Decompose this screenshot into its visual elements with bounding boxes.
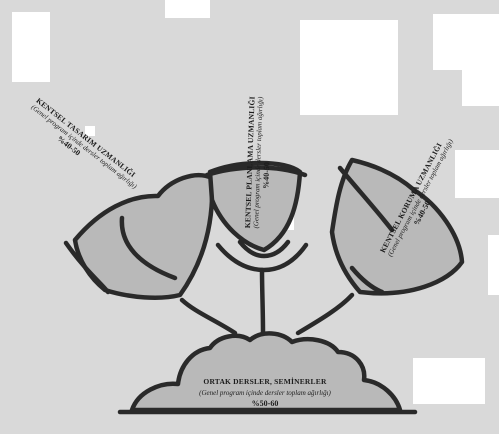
middle-label: KENTSEL PLANLAMA UZMANLIĞI (Genel progra… xyxy=(243,96,274,229)
base-subtitle: (Genel program içinde dersler toplam ağı… xyxy=(199,388,331,397)
mask-patch xyxy=(488,235,499,295)
connector-left xyxy=(179,297,238,336)
mask-patch xyxy=(12,12,50,82)
middle-shape xyxy=(207,160,303,253)
mask-patch xyxy=(300,20,398,115)
mask-patch xyxy=(433,14,499,70)
mask-patch xyxy=(462,70,499,106)
base-label: ORTAK DERSLER, SEMİNERLER (Genel program… xyxy=(150,377,380,409)
right-shape xyxy=(329,157,465,296)
connector-middle xyxy=(259,267,266,336)
mask-patch xyxy=(165,0,210,18)
connector-right xyxy=(295,292,355,336)
base-title: ORTAK DERSLER, SEMİNERLER xyxy=(203,377,327,386)
base-shape xyxy=(129,331,403,413)
mask-patch xyxy=(455,150,499,198)
base-percent: %50-60 xyxy=(251,398,279,408)
mask-patch xyxy=(85,126,95,136)
mask-patch xyxy=(413,358,485,404)
